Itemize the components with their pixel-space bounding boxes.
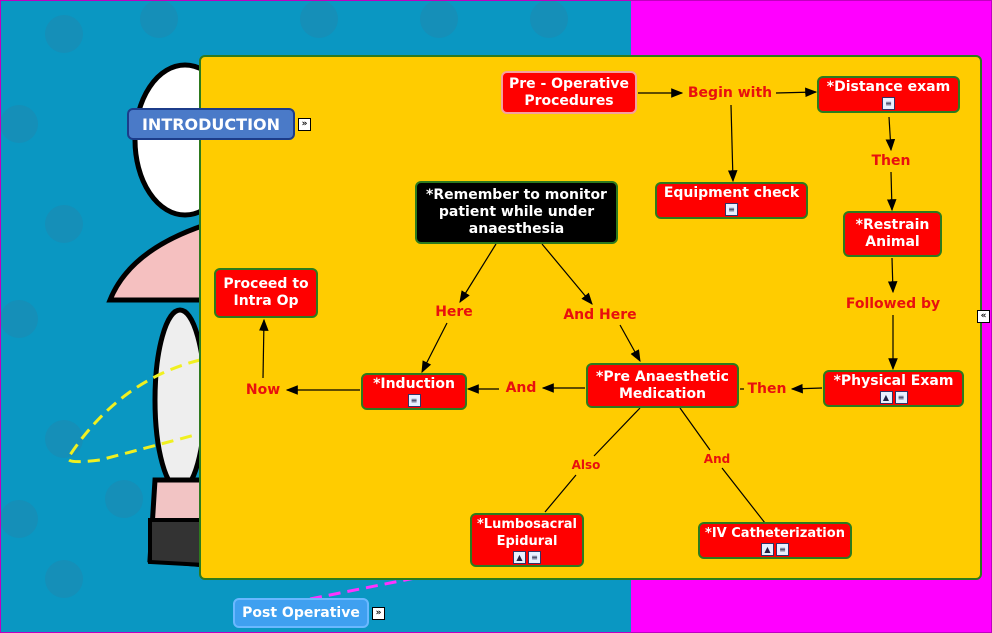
concept-label: *Remember to monitor patient while under… xyxy=(426,187,607,237)
concept-map-panel xyxy=(199,55,982,580)
image-icon[interactable]: ▲ xyxy=(761,542,774,556)
post-operative-node[interactable]: Post Operative xyxy=(233,598,369,628)
link-then: Then xyxy=(871,153,911,169)
image-icon[interactable]: ▲ xyxy=(513,550,526,564)
concept-label: *Distance exam xyxy=(826,79,951,95)
document-icon[interactable]: ≡ xyxy=(407,393,421,407)
link-begin-with: Begin with xyxy=(687,85,773,101)
document-icon[interactable]: ≡ xyxy=(725,202,738,216)
link-here: Here xyxy=(435,304,473,320)
watermark-icon xyxy=(140,0,178,38)
concept-label: *IV Catheterization xyxy=(705,526,845,541)
watermark-icon xyxy=(0,500,38,538)
resource-icons: ▲≡ xyxy=(512,550,542,564)
link-also: Also xyxy=(571,458,601,472)
concept-label: Proceed to Intra Op xyxy=(223,276,309,309)
watermark-icon xyxy=(0,300,38,338)
resource-icons: ≡ xyxy=(407,393,422,407)
watermark-icon xyxy=(45,560,83,598)
introduction-label: INTRODUCTION xyxy=(141,114,281,134)
induction-node[interactable]: *Induction ≡ xyxy=(361,373,467,410)
restrain-animal-node[interactable]: *Restrain Animal xyxy=(843,211,942,257)
concept-label: *Pre Anaesthetic Medication xyxy=(596,368,729,402)
link-now: Now xyxy=(245,382,281,398)
concept-label: *Restrain Animal xyxy=(855,217,930,250)
pre-anaesthetic-node[interactable]: *Pre Anaesthetic Medication xyxy=(586,363,739,408)
double-chevron-right-icon[interactable]: » xyxy=(372,607,385,620)
double-chevron-right-icon[interactable]: » xyxy=(298,118,311,131)
resource-icons: ≡ xyxy=(881,96,896,110)
link-and: And xyxy=(505,380,537,396)
concept-label: *Induction xyxy=(373,376,455,392)
watermark-icon xyxy=(45,15,83,53)
document-icon[interactable]: ≡ xyxy=(776,542,789,556)
link-and-here: And Here xyxy=(563,307,637,323)
resource-icons: ▲≡ xyxy=(879,390,909,404)
watermark-icon xyxy=(530,0,568,38)
concept-label: *Physical Exam xyxy=(833,373,954,389)
double-chevron-left-icon[interactable]: « xyxy=(977,310,990,323)
concept-label: Equipment check xyxy=(663,185,800,201)
resource-icons: ≡ xyxy=(724,202,739,216)
concept-label: Pre - Operative Procedures xyxy=(508,75,630,109)
watermark-icon xyxy=(45,205,83,243)
watermark-icon xyxy=(45,420,83,458)
physical-exam-node[interactable]: *Physical Exam ▲≡ xyxy=(823,370,964,407)
link-and: And xyxy=(703,452,731,466)
watermark-icon xyxy=(105,480,143,518)
document-icon[interactable]: ≡ xyxy=(528,550,541,564)
lumbosacral-node[interactable]: *Lumbosacral Epidural ▲≡ xyxy=(470,513,584,567)
watermark-icon xyxy=(0,105,38,143)
iv-catheterization-node[interactable]: *IV Catheterization ▲≡ xyxy=(698,522,852,559)
concept-label: *Lumbosacral Epidural xyxy=(477,517,577,549)
monitor-note-node[interactable]: *Remember to monitor patient while under… xyxy=(415,181,618,244)
watermark-icon xyxy=(420,0,458,38)
equipment-check-node[interactable]: Equipment check ≡ xyxy=(655,182,808,219)
link-followed-by: Followed by xyxy=(845,296,941,312)
document-icon[interactable]: ≡ xyxy=(882,96,895,110)
distance-exam-node[interactable]: *Distance exam ≡ xyxy=(817,76,960,113)
image-icon[interactable]: ▲ xyxy=(879,390,893,404)
link-then: Then xyxy=(747,381,787,397)
resource-icons: ▲≡ xyxy=(760,542,790,556)
proceed-intra-op-node[interactable]: Proceed to Intra Op xyxy=(214,268,318,318)
introduction-node[interactable]: INTRODUCTION xyxy=(127,108,295,140)
watermark-icon xyxy=(300,0,338,38)
pre-operative-node[interactable]: Pre - Operative Procedures xyxy=(501,71,637,114)
document-icon[interactable]: ≡ xyxy=(894,390,908,404)
post-operative-label: Post Operative xyxy=(242,604,360,621)
